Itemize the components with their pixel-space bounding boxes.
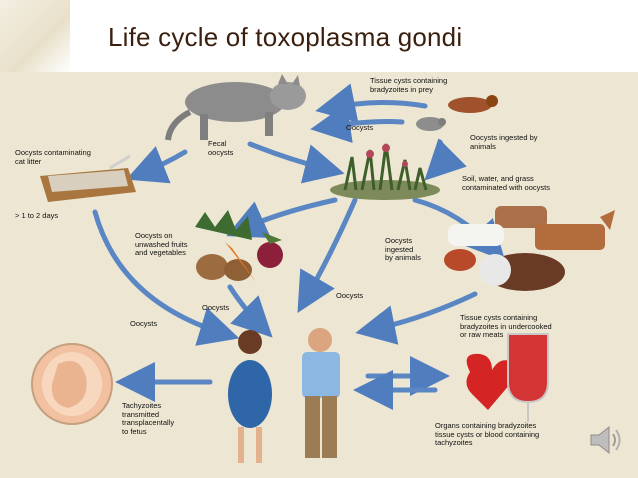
prey-illustration bbox=[416, 95, 498, 131]
arrow-meat-to-human bbox=[355, 291, 478, 345]
livestock-illustration bbox=[444, 206, 615, 291]
label-days: > 1 to 2 days bbox=[15, 211, 59, 220]
label-oocysts-ingested: Oocysts ingested by animals bbox=[470, 133, 538, 151]
label-fecal-oocysts: Fecal oocysts bbox=[208, 139, 234, 157]
arrow-to-soil-right bbox=[424, 138, 467, 181]
humans-illustration bbox=[228, 328, 340, 463]
arrow-cat-to-soil bbox=[247, 141, 345, 184]
fetus-illustration bbox=[31, 343, 113, 425]
fruits-vegetables-illustration bbox=[195, 210, 283, 282]
arrow-litter-to-human bbox=[92, 209, 240, 346]
organs-blood-illustration bbox=[466, 333, 549, 422]
label-soil-water: Soil, water, and grass contaminated with… bbox=[462, 174, 550, 192]
label-oocysts-ingested-animals: Oocysts ingested by animals bbox=[385, 236, 421, 262]
label-oocysts-fruits: Oocysts on unwashed fruits and vegetable… bbox=[135, 231, 188, 257]
label-oocysts-mid: Oocysts bbox=[202, 303, 230, 312]
label-tachyzoites: Tachyzoites transmitted transplacentally… bbox=[122, 401, 175, 436]
label-oocysts-cat-litter: Oocysts contaminating cat litter bbox=[15, 148, 91, 166]
label-organs: Organs containing bradyzoites tissue cys… bbox=[435, 421, 540, 447]
label-oocysts-left: Oocysts bbox=[130, 319, 158, 328]
title-bar: Life cycle of toxoplasma gondi bbox=[0, 0, 638, 72]
speaker-icon[interactable] bbox=[585, 420, 625, 460]
arrow-fruits-to-human bbox=[227, 284, 273, 338]
arrow-soil-to-fruits bbox=[226, 197, 338, 238]
arrow-cat-to-litter bbox=[126, 146, 188, 184]
arrow-prey-to-cat bbox=[315, 83, 428, 123]
cat-illustration bbox=[165, 74, 306, 141]
label-oocysts-top: Oocysts bbox=[346, 123, 374, 132]
transmission-arrows bbox=[92, 83, 506, 410]
label-tissue-cysts-meat: Tissue cysts containing bradyzoites in u… bbox=[460, 313, 552, 339]
label-oocysts-center: Oocysts bbox=[336, 291, 364, 300]
diagram-artwork bbox=[31, 74, 615, 463]
corner-decoration bbox=[0, 0, 70, 72]
life-cycle-diagram: Tissue cysts containing bradyzoites in p… bbox=[0, 72, 638, 478]
arrow-oocysts-top bbox=[310, 103, 405, 143]
slide-title: Life cycle of toxoplasma gondi bbox=[108, 22, 463, 52]
soil-grass-illustration bbox=[330, 143, 440, 200]
arrow-soil-to-human bbox=[297, 197, 358, 313]
label-tissue-cysts-prey: Tissue cysts containing bradyzoites in p… bbox=[370, 76, 448, 94]
litter-box-illustration bbox=[40, 154, 136, 202]
